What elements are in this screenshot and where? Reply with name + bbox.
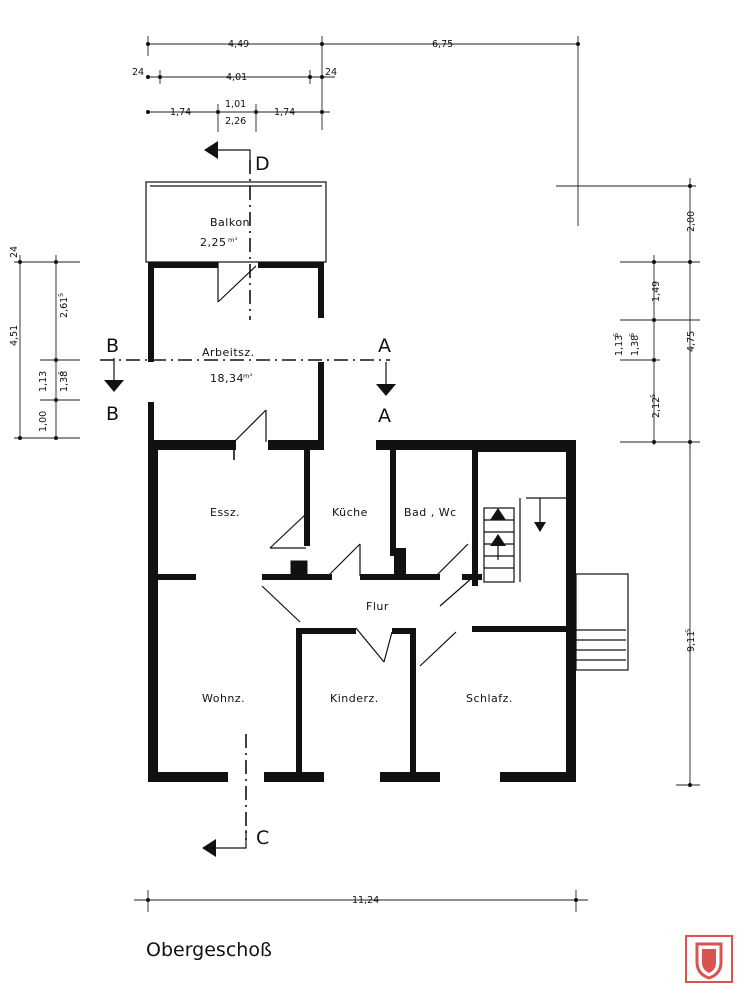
svg-text:5: 5 xyxy=(684,629,692,633)
dim-11-24: 11,24 xyxy=(352,895,379,906)
dim-right-2-00: 2,00 xyxy=(686,211,697,232)
dim-left-2-61-sup: 5 xyxy=(57,293,65,297)
dim-right-2-12-sup: 5 xyxy=(649,394,657,398)
room-flur: Flur xyxy=(366,600,389,613)
dim-right-1-49: 1,49 xyxy=(651,281,662,302)
room-arbeitszimmer-area: 18,34 xyxy=(210,372,244,385)
section-lines xyxy=(100,160,390,840)
svg-text:m²: m² xyxy=(228,236,238,244)
dim-1-74-right: 1,74 xyxy=(274,107,295,118)
dim-1-74-left: 1,74 xyxy=(170,107,191,118)
svg-text:m²: m² xyxy=(243,372,253,380)
plan-title: Obergeschoß xyxy=(146,939,272,961)
room-kinderzimmer: Kinderz. xyxy=(330,692,379,705)
room-esszimmer: Essz. xyxy=(210,506,240,519)
dim-right-1-38-sup: 5 xyxy=(628,333,636,337)
marker-a-label-top: A xyxy=(378,335,391,357)
marker-b-label-bottom: B xyxy=(106,403,119,425)
svg-text:5: 5 xyxy=(57,293,65,297)
marker-b-label-top: B xyxy=(106,335,119,357)
svg-text:5: 5 xyxy=(612,333,620,337)
room-wohnzimmer: Wohnz. xyxy=(202,692,245,705)
staircase xyxy=(483,497,566,583)
marker-a-label-bottom: A xyxy=(378,405,391,427)
dim-left-2-61: 2,61 xyxy=(59,297,70,318)
dim-4-49: 4,49 xyxy=(228,39,249,50)
room-balkon: Balkon xyxy=(210,216,250,229)
dim-right-9-11: 9,11 xyxy=(686,631,697,652)
door-swings xyxy=(261,513,473,667)
dim-1-01: 1,01 xyxy=(225,99,246,110)
dim-right-4-75: 4,75 xyxy=(686,331,697,352)
dim-left-1-13: 1,13 xyxy=(38,371,49,392)
dim-left-4-51: 4,51 xyxy=(9,325,20,346)
room-schlafzimmer: Schlafz. xyxy=(466,692,513,705)
room-bad-wc: Bad , Wc xyxy=(404,506,457,519)
external-steps xyxy=(575,573,629,671)
dim-4-01: 4,01 xyxy=(226,72,247,83)
dim-left-1-00: 1,00 xyxy=(38,411,49,432)
dim-right-2-12: 2,12 xyxy=(651,397,662,418)
dim-left-24: 24 xyxy=(9,246,20,258)
left-dimensions: 24 2,61 5 4,51 1,13 1,38 5 1,00 xyxy=(9,246,80,440)
section-marker-c: C xyxy=(202,827,269,857)
svg-text:5: 5 xyxy=(57,371,65,375)
marker-d-label: D xyxy=(255,153,270,175)
svg-text:5: 5 xyxy=(628,333,636,337)
dim-right-1-13: 1,13 xyxy=(614,335,625,356)
room-balkon-area: 2,25 xyxy=(200,236,227,249)
dim-6-75: 6,75 xyxy=(432,39,453,50)
section-marker-a: A A xyxy=(376,335,396,427)
room-labels: Balkon 2,25 m² Arbeitsz. 18,34 m² Essz. … xyxy=(200,216,513,705)
section-marker-d: D xyxy=(204,141,270,175)
room-arbeitszimmer-unit: m² xyxy=(243,372,253,380)
section-marker-b: B B xyxy=(104,335,124,425)
bottom-dimension: 11,24 xyxy=(134,890,588,912)
dim-2-26: 2,26 xyxy=(225,116,246,127)
room-arbeitszimmer: Arbeitsz. xyxy=(202,346,255,359)
interior-walls xyxy=(156,446,572,778)
right-dimensions: 2,00 1,49 4,75 1,13 5 1,38 5 2,12 5 9,11… xyxy=(612,184,700,787)
room-balkon-unit: m² xyxy=(228,236,238,244)
shield-logo xyxy=(685,935,733,983)
dim-24-left: 24 xyxy=(132,67,144,78)
dim-24-right: 24 xyxy=(325,67,337,78)
room-kueche: Küche xyxy=(332,506,368,519)
marker-c-label: C xyxy=(256,827,269,849)
dim-left-1-38: 1,38 xyxy=(59,371,70,392)
dim-left-1-38-sup: 5 xyxy=(57,371,65,375)
dim-right-9-11-sup: 5 xyxy=(684,629,692,633)
dim-right-1-38: 1,38 xyxy=(630,335,641,356)
balcony-structure xyxy=(145,181,327,443)
svg-text:5: 5 xyxy=(649,394,657,398)
dim-right-1-13-sup: 5 xyxy=(612,333,620,337)
top-dimensions: 4,49 6,75 24 4,01 24 1,74 1,01 2,26 1,74 xyxy=(132,36,696,450)
exterior-walls xyxy=(148,440,576,782)
